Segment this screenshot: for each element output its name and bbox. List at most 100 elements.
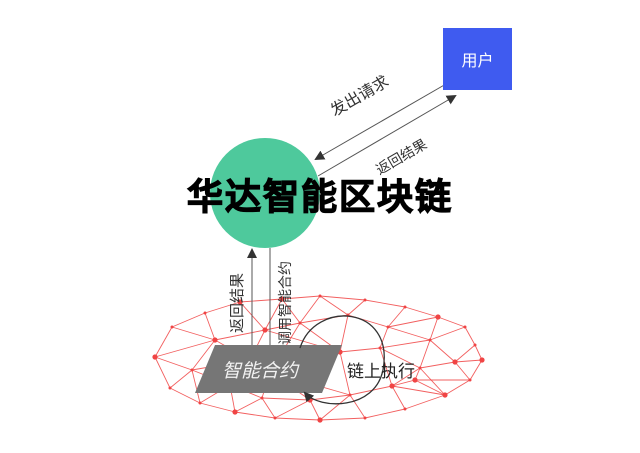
user-label: 用户	[461, 51, 494, 70]
mesh-node	[428, 338, 432, 342]
mesh-edge	[199, 402, 236, 413]
mesh-edge	[347, 299, 366, 316]
mesh-edge	[191, 339, 216, 371]
mesh-edge	[281, 298, 301, 324]
mesh-edge	[239, 298, 283, 303]
mesh-edge	[391, 385, 406, 410]
mesh-edge	[404, 394, 446, 410]
mesh-node	[152, 354, 158, 360]
mesh-edge	[419, 361, 456, 369]
mesh-edge	[214, 329, 266, 341]
mesh-edge	[387, 306, 406, 328]
mesh-edge	[391, 379, 416, 387]
mesh-edge	[171, 326, 216, 341]
return-result-label-left: 返回结果	[228, 272, 246, 333]
mesh-node	[479, 357, 485, 363]
mesh-edge	[171, 312, 206, 328]
mesh-edge	[261, 397, 276, 419]
mesh-edge	[204, 301, 241, 314]
mesh-node	[418, 366, 422, 370]
mesh-node	[363, 298, 367, 302]
send-request-arrow	[314, 83, 447, 160]
mesh-edge	[364, 408, 406, 419]
mesh-node	[386, 325, 390, 329]
mesh-node	[260, 396, 264, 400]
mesh-edge	[474, 344, 483, 361]
mesh-edge	[154, 356, 193, 371]
mesh-node	[463, 325, 467, 329]
mesh-node	[190, 368, 194, 372]
mesh-edge	[419, 367, 446, 396]
mesh-node	[273, 416, 277, 420]
mesh-edge	[339, 351, 351, 396]
mesh-edge	[274, 399, 311, 419]
mesh-edge	[454, 344, 476, 363]
mesh-edge	[429, 339, 456, 363]
mesh-node	[317, 417, 323, 423]
onchain-exec-loop-arrow	[299, 315, 385, 405]
mesh-edge	[339, 347, 381, 353]
smart-contract-box	[195, 345, 342, 393]
mesh-edge	[169, 387, 201, 404]
mesh-node	[348, 393, 352, 397]
mesh-node	[237, 299, 243, 305]
mesh-node	[212, 337, 218, 343]
mesh-edge	[404, 306, 439, 318]
mesh-edge	[379, 326, 389, 349]
mesh-node	[262, 327, 268, 333]
mesh-edge	[391, 385, 446, 396]
mesh-node	[473, 343, 477, 347]
mesh-edge	[444, 379, 471, 396]
mesh-edge	[264, 298, 283, 331]
mesh-edge	[319, 417, 366, 421]
mesh-node	[378, 346, 382, 350]
mesh-edge	[154, 326, 173, 358]
mesh-edge	[419, 339, 431, 369]
mesh-edge	[454, 359, 483, 363]
return-result-arrow-top	[317, 94, 457, 177]
mesh-edge	[319, 295, 349, 316]
page-title: 华达智能区块链	[186, 176, 453, 218]
mesh-node	[403, 305, 407, 309]
mesh-edge	[379, 339, 431, 349]
mesh-edge	[429, 316, 439, 341]
mesh-edge	[274, 417, 321, 421]
mesh-edge	[154, 339, 216, 358]
mesh-edge	[261, 397, 311, 401]
mesh-edge	[319, 394, 351, 421]
mesh-edge	[309, 394, 351, 401]
mesh-node	[442, 392, 448, 398]
onchain-exec-label: 链上执行	[347, 362, 415, 382]
platform-circle	[210, 138, 320, 248]
mesh-edge	[379, 347, 393, 387]
mesh-edge	[414, 379, 446, 396]
mesh-node	[168, 386, 172, 390]
smart-contract-label: 智能合约	[222, 360, 299, 382]
mesh-edge	[379, 347, 421, 369]
mesh-edge	[169, 369, 193, 389]
mesh-edge	[299, 295, 321, 324]
mesh-node	[298, 321, 302, 325]
mesh-node	[468, 378, 472, 382]
invoke-contract-label: 调用智能合约	[278, 261, 294, 345]
mesh-edge	[204, 312, 216, 341]
mesh-node	[279, 296, 285, 302]
mesh-node	[412, 377, 418, 383]
mesh-edge	[391, 367, 421, 387]
mesh-node	[203, 311, 207, 315]
mesh-edge	[464, 326, 476, 346]
mesh-node	[318, 294, 322, 298]
mesh-edge	[349, 394, 366, 419]
user-node: 用户	[443, 28, 512, 90]
mesh-node	[452, 359, 458, 365]
mesh-edge	[264, 322, 301, 331]
mesh-edge	[454, 361, 471, 381]
mesh-node	[403, 407, 407, 411]
mesh-edge	[191, 369, 201, 404]
mesh-node	[170, 325, 174, 329]
mesh-edge	[387, 316, 439, 328]
mesh-edge	[429, 326, 466, 341]
mesh-edge	[234, 411, 276, 419]
